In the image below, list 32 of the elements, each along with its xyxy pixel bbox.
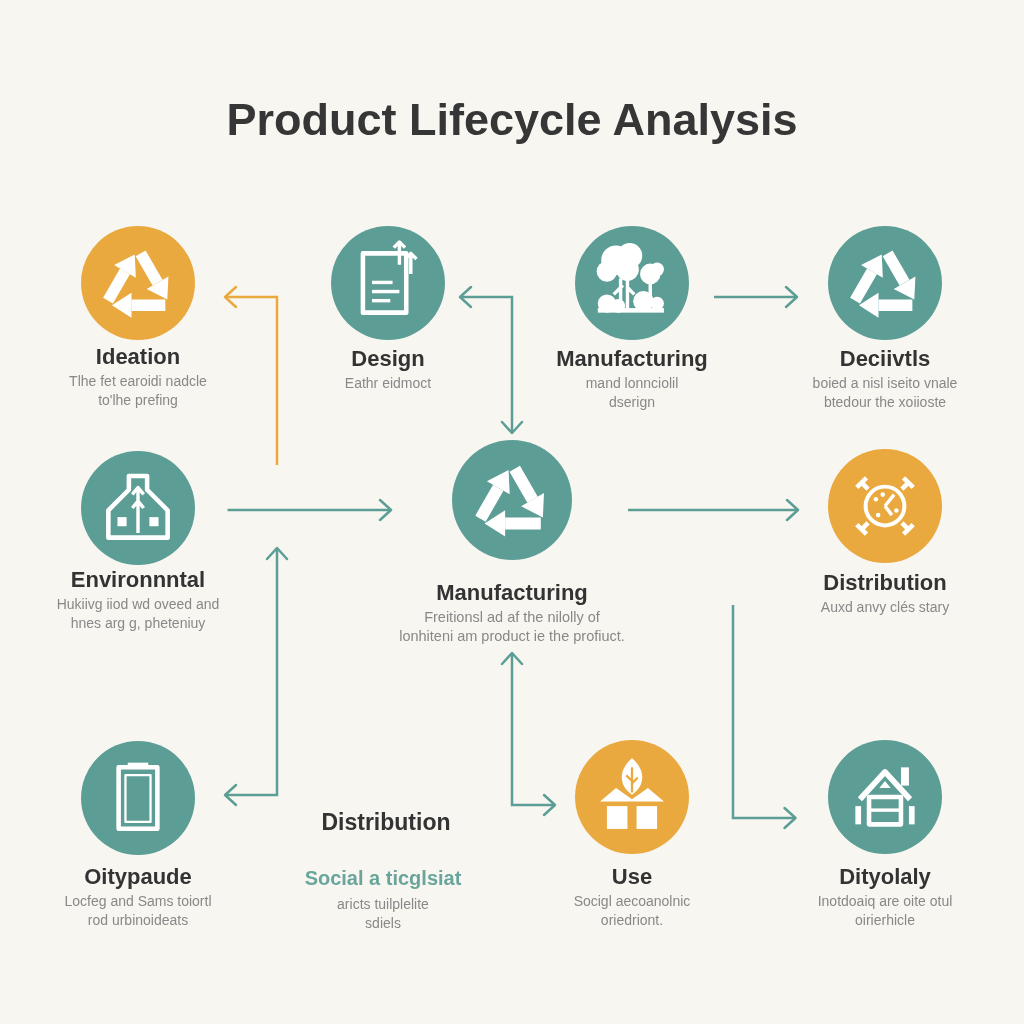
- node-title: Design: [351, 346, 425, 372]
- section-heading: Distribution: [321, 809, 451, 835]
- node-description: mand lonnciolil dserign: [584, 374, 680, 412]
- node-description: Locfeg and Sams toiortl rod urbinoideats: [63, 892, 213, 930]
- arrow: [223, 285, 279, 465]
- arrow: [628, 498, 800, 522]
- node-title: Manufacturing: [556, 346, 708, 372]
- node-description: Eathr eidmoct: [344, 374, 432, 393]
- node-description: Tlhe fet earoidi nadcle to'lhe prefing: [68, 372, 208, 410]
- node-title: Distribution: [823, 570, 947, 596]
- description: aricts tuilplelite sdiels: [336, 895, 430, 933]
- subheading: Social a ticglsiat: [304, 866, 462, 890]
- node-description: Inotdoaiq are oite otul oirierhicle: [816, 892, 954, 930]
- arrow: [223, 546, 289, 807]
- node-description: boied a nisl iseito vnale btedour the xoiioste: [811, 374, 959, 412]
- node-description: Socigl aecoanolnic oriedriont.: [572, 892, 692, 930]
- arrow: [458, 285, 524, 435]
- node-description: Auxd anvy clés stary: [820, 598, 950, 617]
- arrow: [714, 285, 799, 309]
- diagram-title: Product Lifecycle Analysis: [225, 93, 799, 147]
- node-title: Use: [611, 864, 653, 890]
- node-description: Hukiivg iiod wd oveed and hnes arg g, pheteniuy: [55, 595, 221, 633]
- node-title: Oitypaude: [84, 864, 192, 890]
- node-title: Manufacturing: [436, 580, 588, 606]
- arrow: [227, 498, 393, 522]
- arrow: [500, 651, 557, 817]
- node-title: Ideation: [95, 344, 181, 370]
- node-title: Deciivtls: [839, 346, 931, 372]
- node-title: Environnntal: [70, 567, 206, 593]
- node-title: Dityolaly: [839, 864, 931, 890]
- arrow: [731, 605, 797, 830]
- node-description: Freitionsl ad af the nilolly of lonhiteni am product ie the profiuct.: [398, 608, 626, 646]
